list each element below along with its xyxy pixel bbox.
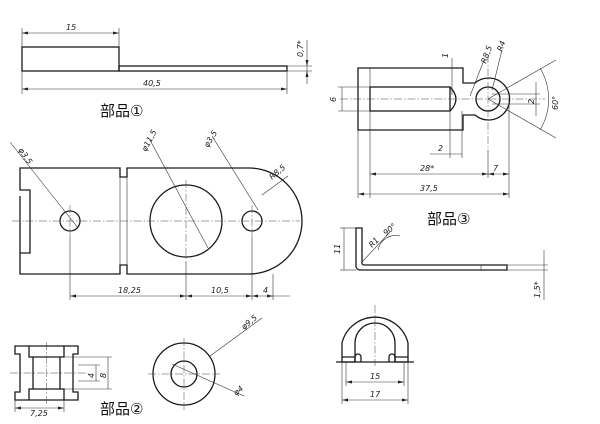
dim-dia-3-5-right: φ3,5 bbox=[202, 129, 219, 149]
dim-6: 6 bbox=[329, 97, 338, 102]
dim-2-bottom: 2 bbox=[438, 144, 443, 153]
dim-0-7: 0,7* bbox=[296, 40, 305, 57]
part3-top-view bbox=[338, 49, 557, 198]
dim-7-25: 7,25 bbox=[30, 409, 48, 418]
dim-2-right: 2 bbox=[527, 99, 536, 104]
part3-label: 部品③ bbox=[427, 210, 470, 228]
part1-label: 部品① bbox=[100, 102, 143, 120]
dim-angle-60: 60° bbox=[551, 96, 560, 110]
part4-end-view bbox=[336, 305, 414, 404]
dim-dia-9-5: φ9,5 bbox=[240, 313, 260, 331]
dim-dia-3-5-left: φ3,5 bbox=[16, 146, 34, 166]
dim-dia-11-5: φ11,5 bbox=[140, 128, 159, 153]
dim-r-8-5-part3: R8,5 bbox=[479, 44, 494, 64]
dim-4: 4 bbox=[263, 286, 268, 295]
dim-15: 15 bbox=[66, 23, 76, 32]
dim-h-4: 4 bbox=[87, 373, 96, 378]
part2-end-view bbox=[148, 317, 263, 410]
dim-17: 17 bbox=[370, 390, 381, 399]
part3-side-view bbox=[340, 227, 548, 300]
dim-1-5: 1,5* bbox=[533, 281, 542, 298]
dim-28: 28* bbox=[420, 164, 434, 173]
dim-37-5: 37,5 bbox=[420, 184, 438, 193]
dim-11: 11 bbox=[333, 244, 342, 254]
dim-18-25: 18,25 bbox=[118, 286, 141, 295]
dim-h-8: 8 bbox=[99, 373, 108, 378]
dim-7-part3: 7 bbox=[493, 164, 499, 173]
dim-1: 1 bbox=[441, 53, 450, 58]
part2-section-view bbox=[10, 342, 112, 412]
dim-40-5: 40,5 bbox=[143, 79, 161, 88]
part1-plan-view bbox=[9, 135, 303, 300]
dim-r-4: R4 bbox=[495, 40, 507, 53]
dim-10-5: 10,5 bbox=[211, 286, 229, 295]
part2-label: 部品② bbox=[100, 400, 143, 418]
part1-side-view bbox=[21, 28, 312, 94]
dim-15-part4: 15 bbox=[370, 372, 380, 381]
